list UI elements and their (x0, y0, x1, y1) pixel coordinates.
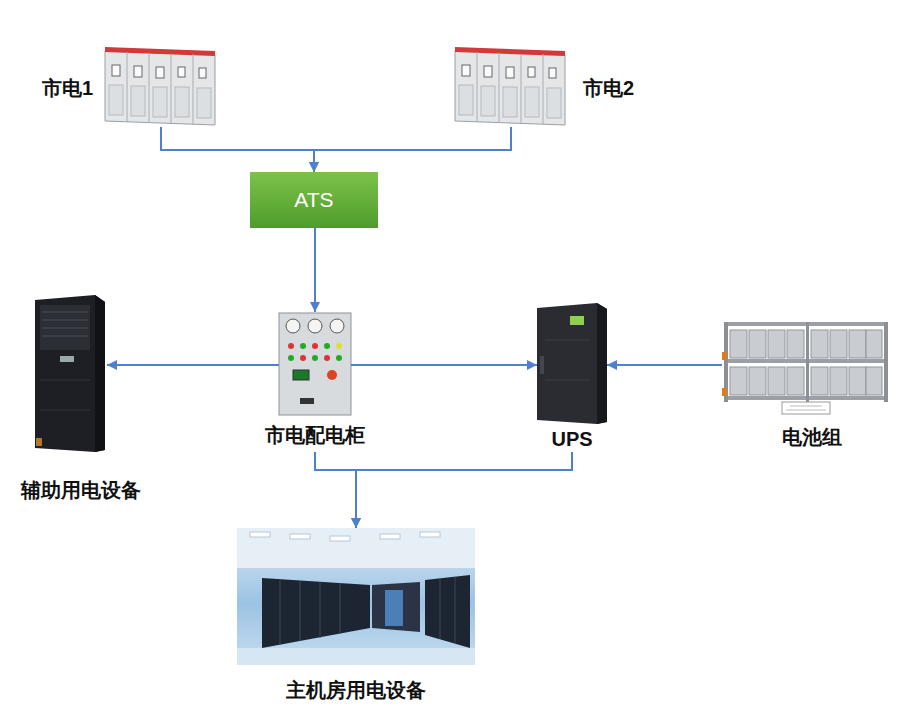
node-label: UPS (551, 428, 592, 450)
distribution-cabinet-illustration (279, 313, 351, 415)
node-label: 市电2 (583, 77, 634, 99)
switchgear: 市电1 (105, 45, 217, 127)
precision-ac-illustration (35, 295, 105, 452)
connector-line (315, 452, 356, 528)
label-holder: 电池组 (782, 425, 842, 449)
auxiliary-equipment: 辅助用电设备 (35, 295, 107, 452)
ups-unit: UPS (537, 303, 607, 452)
node-label: 辅助用电设备 (21, 479, 141, 501)
label-holder: UPS (551, 427, 592, 451)
server-room: 主机房用电设备 (237, 528, 475, 665)
ups-illustration (537, 303, 607, 424)
connector-line (107, 364, 279, 366)
arrow-head (607, 360, 617, 370)
node-label: 市电1 (42, 77, 93, 99)
label-holder: 主机房用电设备 (286, 678, 426, 702)
connector-line (607, 364, 722, 366)
power-connector (161, 127, 319, 172)
label-holder: 市电1 (42, 76, 93, 100)
power-connector (351, 360, 537, 370)
label-holder: 辅助用电设备 (21, 478, 141, 502)
label-holder: 市电2 (583, 76, 634, 100)
switchgear: 市电2 (455, 45, 567, 127)
battery-rack-illustration (722, 322, 888, 414)
power-connector (607, 360, 722, 370)
arrow-head (107, 360, 117, 370)
power-connector (351, 452, 572, 528)
label-holder: 市电配电柜 (265, 423, 365, 447)
arrow-head (309, 162, 319, 172)
arrow-head (351, 518, 361, 528)
battery-bank: 电池组 (722, 318, 890, 452)
power-connector (107, 360, 279, 370)
node-label: 主机房用电设备 (286, 679, 426, 701)
node-label: ATS (294, 188, 333, 212)
server-room-illustration (237, 528, 475, 665)
power-connector (310, 228, 320, 312)
power-connector (315, 452, 361, 528)
switchgear-illustration (105, 47, 215, 125)
connector-line (314, 228, 316, 312)
distribution-cabinet: 市电配电柜 (279, 312, 351, 452)
connector-line (351, 364, 537, 366)
power-connector (309, 127, 511, 172)
arrow-head (309, 162, 319, 172)
node-label: 电池组 (782, 426, 842, 448)
ats-box: ATS (250, 172, 378, 228)
arrow-head (351, 518, 361, 528)
arrow-head (527, 360, 537, 370)
connector-line (314, 127, 511, 172)
arrow-head (310, 302, 320, 312)
switchgear-illustration (455, 47, 565, 125)
connector-line (356, 452, 572, 528)
node-label: 市电配电柜 (265, 424, 365, 446)
connector-line (161, 127, 314, 172)
